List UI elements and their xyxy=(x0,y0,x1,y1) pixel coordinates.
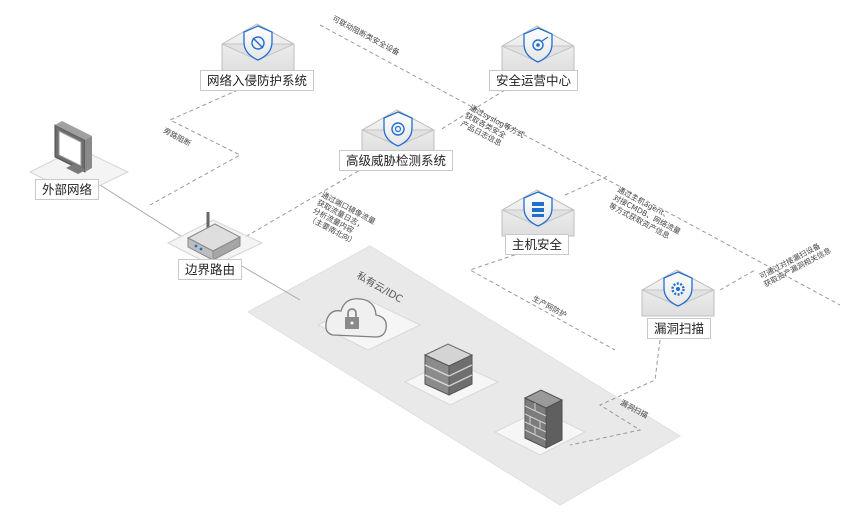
cloud-lock-icon xyxy=(325,298,387,338)
advanced-threat-label: 高级威胁检测系统 xyxy=(339,150,454,171)
firewall-node xyxy=(493,389,587,456)
shield-eye-icon xyxy=(523,27,553,63)
border-router-node xyxy=(166,212,264,267)
server-rack-icon xyxy=(423,343,474,396)
shield-host-icon xyxy=(523,191,553,227)
link-router-threat xyxy=(239,169,361,241)
ips-label: 网络入侵防护系统 xyxy=(200,70,315,91)
dashed-links xyxy=(149,24,841,446)
link-soc-threat xyxy=(439,89,506,131)
soc-label: 安全运营中心 xyxy=(489,70,579,91)
vuln-scan-label: 漏洞扫描 xyxy=(647,318,712,339)
cloud-node xyxy=(316,298,422,351)
link-vuln-soc xyxy=(719,269,756,291)
vuln-scan-card xyxy=(641,269,715,317)
host-security-card xyxy=(501,189,575,237)
monitor-icon xyxy=(54,121,92,174)
link-host-soc xyxy=(564,174,611,196)
ips-card xyxy=(221,23,295,73)
soc-card xyxy=(501,25,575,73)
link-ips-soc xyxy=(319,24,841,306)
advanced-threat-card xyxy=(361,109,435,155)
external-network-label: 外部网络 xyxy=(35,179,100,200)
router-icon xyxy=(186,212,242,261)
link-router-cloud xyxy=(234,261,301,301)
brick-wall-icon xyxy=(523,389,564,449)
link-ips-bypass xyxy=(149,89,242,206)
shield-gear-icon xyxy=(663,271,693,307)
server-node xyxy=(403,343,500,406)
link-host-protect xyxy=(468,247,616,351)
link-external-router xyxy=(99,184,196,246)
host-security-label: 主机安全 xyxy=(505,234,570,255)
shield-target-icon xyxy=(383,111,413,147)
shield-icon xyxy=(243,25,273,61)
border-router-label: 边界路由 xyxy=(178,259,243,280)
link-vuln-scan xyxy=(569,339,661,446)
solid-links xyxy=(99,184,301,301)
